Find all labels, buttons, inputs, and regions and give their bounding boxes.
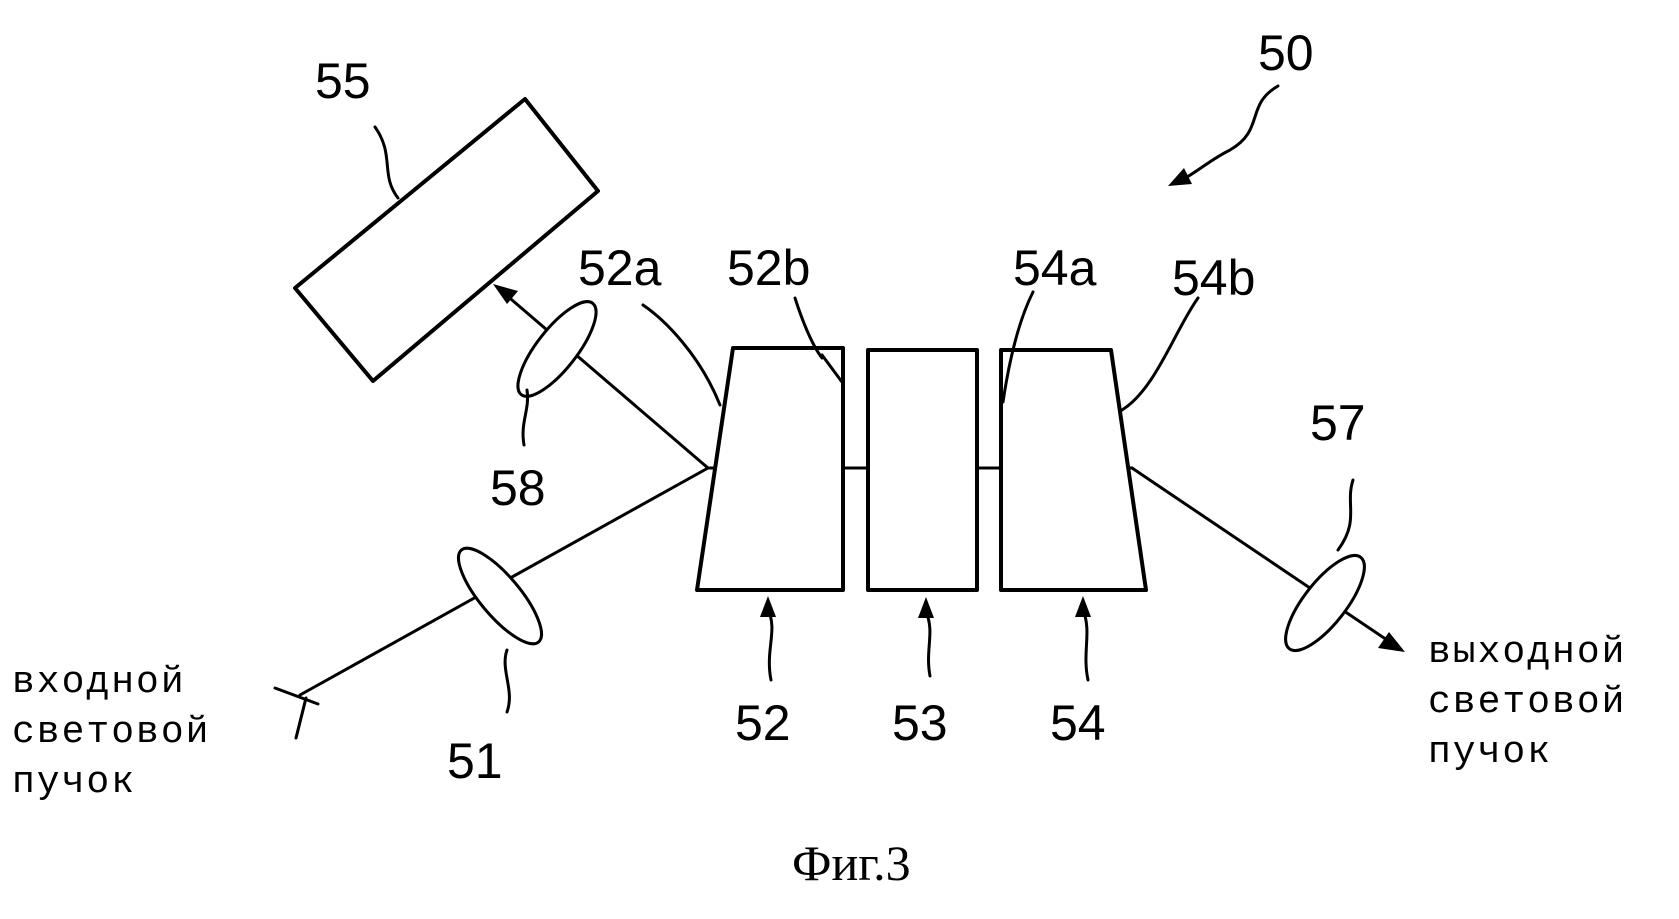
ref-52b: 52b [727,240,810,296]
ref-54a: 54a [1013,240,1097,296]
leader-57 [1338,480,1353,550]
input-beam-tick-2 [296,698,306,738]
arrow-52 [768,610,772,680]
ref-55: 55 [315,53,371,109]
leader-52a [643,305,720,405]
lens-57 [1273,544,1378,661]
output-label-line-3: пучок [1428,731,1552,774]
arrow-53 [926,612,930,676]
element-53 [868,350,977,590]
element-52 [697,348,843,590]
ref-52a: 52a [578,240,662,296]
ref-51: 51 [447,733,503,789]
ref-50-alt: 50 [1258,25,1314,81]
ref-52: 52 [735,695,791,751]
leader-54b [1122,298,1198,410]
lens-51 [446,537,554,655]
arrow-52-head [760,596,776,617]
arrow-54 [1083,610,1088,680]
ref-57: 57 [1310,395,1366,451]
leader-58 [523,390,528,445]
input-label-line-1: входной [12,661,186,704]
ref-54b: 54b [1172,250,1255,306]
element-54 [1001,350,1146,590]
output-label-line-1: выходной [1428,631,1626,674]
leader-51 [505,650,509,712]
arrow-53-head [918,597,934,618]
ref-53: 53 [892,695,948,751]
ref-54: 54 [1050,695,1106,751]
arrow-50 [1182,86,1278,180]
arrow-50-head [1168,168,1192,186]
ref-58: 58 [490,460,546,516]
input-beam-tick [275,688,318,704]
arrow-54-head [1075,596,1091,617]
figure-caption: Фиг.3 [792,835,911,891]
output-label-line-2: световой [1428,681,1626,724]
input-label-line-3: пучок [12,761,136,804]
input-label-line-2: световой [12,711,210,754]
leader-55 [375,127,398,198]
